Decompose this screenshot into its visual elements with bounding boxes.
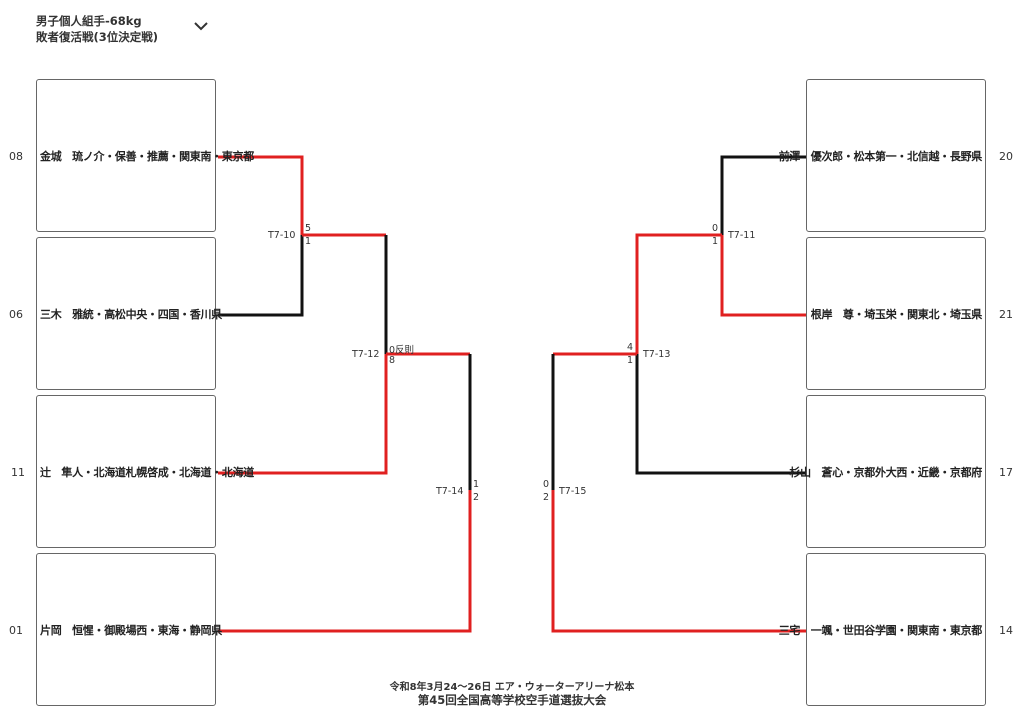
player-card[interactable]: 片岡 恒惺・御殿場西・東海・静岡県 [36, 553, 222, 706]
player-name: 金城 琉ノ介・保善・推薦・関東南・東京都 [40, 149, 254, 163]
score-top: 5 [305, 223, 312, 234]
line-20-to-t7-11 [720, 155, 806, 235]
match-label-t7-13[interactable]: T7-13 [643, 349, 671, 360]
player-name: 三木 雅統・高松中央・四国・香川県 [40, 307, 222, 321]
seed-number: 11 [11, 466, 25, 479]
date-venue: 令和8年3月24～26日 エア・ウォーターアリーナ松本 [389, 682, 635, 693]
score-top: 1 [473, 479, 480, 490]
player-card[interactable]: 杉山 蒼心・京都外大西・近畿・京都府 [789, 395, 986, 548]
match-label-t7-12[interactable]: T7-12 [352, 349, 380, 360]
player-name: 三宅 一颯・世田谷学園・関東南・東京都 [778, 623, 983, 637]
line-17-to-t7-13 [635, 354, 806, 475]
score-top: 4 [627, 342, 634, 353]
score-top: 0反則 [389, 345, 415, 356]
line-01-to-t7-14 [218, 490, 472, 633]
round-name: 敗者復活戦(3位決定戦) [36, 30, 159, 44]
seed-number: 08 [9, 150, 23, 163]
match-label-t7-14[interactable]: T7-14 [436, 486, 464, 497]
score-top: 0 [543, 479, 550, 490]
line-14-to-t7-15 [551, 490, 806, 633]
player-card[interactable]: 三宅 一颯・世田谷学園・関東南・東京都 [779, 553, 986, 706]
seed-number: 01 [9, 624, 23, 637]
match-label-t7-15[interactable]: T7-15 [559, 486, 587, 497]
score-top: 0 [712, 223, 719, 234]
score-bottom: 1 [305, 236, 312, 247]
match-label-t7-11[interactable]: T7-11 [728, 230, 756, 241]
seed-number: 14 [999, 624, 1013, 637]
score-bottom: 1 [627, 355, 634, 366]
seed-number: 06 [9, 308, 23, 321]
seed-number: 21 [999, 308, 1013, 321]
player-card[interactable]: 三木 雅統・高松中央・四国・香川県 [36, 237, 222, 390]
seed-number: 20 [999, 150, 1013, 163]
player-name: 前澤 優次郎・松本第一・北信越・長野県 [778, 149, 983, 163]
player-card[interactable]: 辻 隼人・北海道札幌啓成・北海道・北海道 [36, 395, 254, 548]
score-bottom: 2 [473, 492, 480, 503]
event-title: 男子個人組手-68kg 敗者復活戦(3位決定戦) [36, 13, 158, 45]
score-bottom: 1 [712, 236, 719, 247]
line-11-to-t7-12 [218, 354, 388, 475]
seed-number: 17 [999, 466, 1013, 479]
event-name: 男子個人組手-68kg [36, 14, 142, 28]
line-t7-11-out [635, 233, 722, 354]
line-06-to-t7-10 [218, 235, 304, 317]
player-card[interactable]: 金城 琉ノ介・保善・推薦・関東南・東京都 [36, 79, 254, 232]
score-bottom: 8 [389, 355, 396, 366]
score-bottom: 2 [543, 492, 550, 503]
player-name: 杉山 蒼心・京都外大西・近畿・京都府 [789, 465, 982, 479]
line-21-to-t7-11 [720, 235, 806, 317]
player-name: 根岸 尊・埼玉栄・関東北・埼玉県 [810, 307, 983, 321]
match-label-t7-10[interactable]: T7-10 [268, 230, 296, 241]
line-08-to-t7-10 [218, 155, 304, 235]
tournament-name: 第45回全国高等学校空手道選抜大会 [417, 693, 607, 707]
player-name: 辻 隼人・北海道札幌啓成・北海道・北海道 [40, 465, 254, 479]
player-name: 片岡 恒惺・御殿場西・東海・静岡県 [40, 623, 222, 637]
player-card[interactable]: 前澤 優次郎・松本第一・北信越・長野県 [779, 79, 986, 232]
chevron-down-icon[interactable] [190, 18, 212, 34]
player-card[interactable]: 根岸 尊・埼玉栄・関東北・埼玉県 [806, 237, 986, 390]
